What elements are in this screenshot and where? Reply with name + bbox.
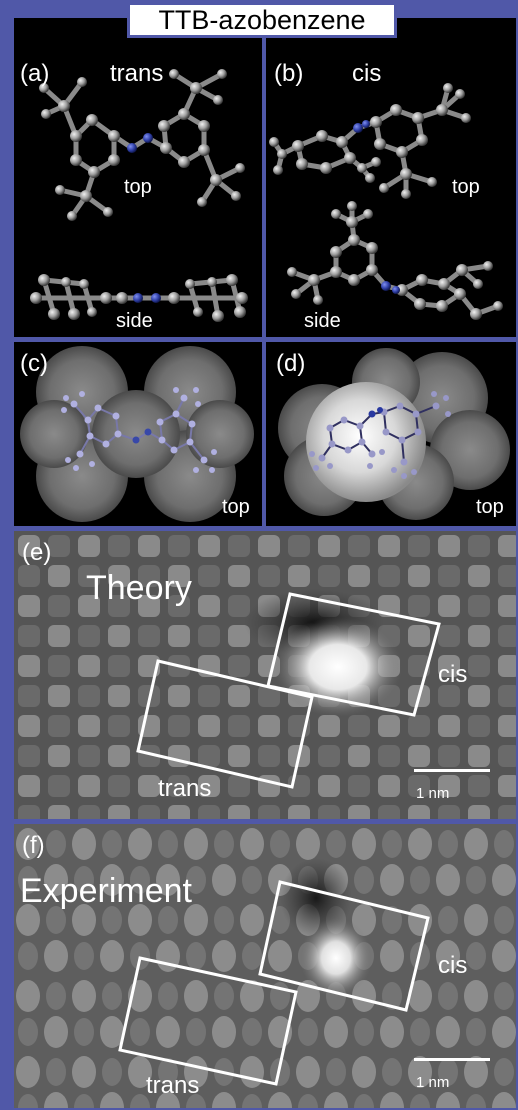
trans-outline [118,956,298,1086]
trans-molecule-model [30,69,248,322]
trans-outline [136,659,314,789]
panel-e-cis-label: cis [438,661,468,688]
panel-f-letter: (f) [22,832,45,859]
cis-outline [266,592,441,717]
panel-b-side-label: side [304,310,341,332]
panel-b-heading: cis [352,60,382,87]
trans-vdw-surface [20,346,254,522]
panel-a-side-label: side [116,310,153,332]
experiment-stm-image [14,824,516,1108]
cis-molecule-model [269,83,503,320]
figure-title: TTB-azobenzene [127,2,397,38]
panel-f-scale-label: 1 nm [416,1074,450,1091]
theory-stm-image [14,531,516,819]
panel-f-heading: Experiment [20,872,192,910]
panel-e-scale-label: 1 nm [416,785,450,802]
panel-f-cis-label: cis [438,952,468,979]
panel-b-letter: (b) [274,60,304,87]
panel-e-letter: (e) [22,539,52,566]
panel-e-trans-label: trans [158,775,212,802]
panel-b: (b) cis top side [266,18,516,337]
panel-e-scale-bar [414,769,490,772]
panel-d-letter: (d) [276,350,306,377]
cis-vdw-surface [278,348,510,520]
panel-c-view-label: top [222,496,250,518]
panel-e: (e) Theory cis trans 1 nm [14,531,516,819]
panel-c-letter: (c) [20,350,48,377]
panel-e-heading: Theory [86,569,192,607]
cis-outline [258,880,430,1012]
panel-d-view-label: top [476,496,504,518]
panel-f-scale-bar [414,1058,490,1061]
panel-a-top-label: top [124,176,152,198]
panel-d: (d) top [266,342,516,526]
panel-a-heading: trans [110,60,164,87]
panel-f-trans-label: trans [146,1072,200,1099]
panel-a: (a) trans top side [14,18,262,337]
panel-a-letter: (a) [20,60,50,87]
panel-b-top-label: top [452,176,480,198]
panel-f: (f) Experiment cis trans 1 nm [14,824,516,1108]
panel-c: (c) top [14,342,262,526]
